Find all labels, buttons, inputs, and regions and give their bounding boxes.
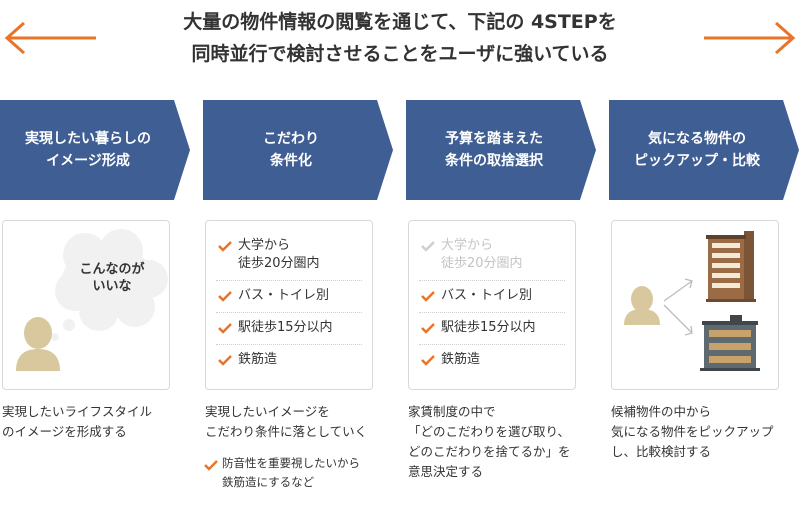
- step-1: 実現したい暮らしの イメージ形成: [0, 100, 190, 200]
- list-item: 鉄筋造: [216, 345, 362, 376]
- list-item: バス・トイレ別: [216, 281, 362, 313]
- branch-arrows-icon: [663, 278, 693, 336]
- step-1-line-2: イメージ形成: [46, 153, 130, 169]
- step-3-line-1: 予算を踏まえた: [445, 131, 543, 147]
- note-line: 防音性を重要視したいから: [222, 456, 360, 470]
- header: 大量の物件情報の閲覧を通じて、下記の 4STEPを 同時並行で検討させることをユ…: [0, 0, 800, 80]
- arrow-left-icon: [4, 21, 96, 55]
- item-line-2: 徒歩20分圏内: [238, 256, 320, 271]
- card-conditions: 大学から 徒歩20分圏内 バス・トイレ別 駅徒歩15分以内 鉄筋造: [205, 220, 373, 390]
- step-2-chevron: [203, 100, 393, 200]
- check-faded-icon: [421, 241, 435, 252]
- bubble-line-2: いいな: [92, 279, 132, 294]
- selection-list: 大学から 徒歩20分圏内 バス・トイレ別 駅徒歩15分以内 鉄筋造: [419, 231, 565, 376]
- thought-bubble-icon: [51, 229, 168, 341]
- description-1: 実現したいライフスタイル のイメージを形成する: [2, 402, 192, 442]
- check-icon: [204, 460, 218, 471]
- desc-line: のイメージを形成する: [2, 424, 127, 439]
- list-item: 駅徒歩15分以内: [216, 313, 362, 345]
- step-4: 気になる物件の ピックアップ・比較: [609, 100, 799, 200]
- description-4: 候補物件の中から 気になる物件をピックアップ し、比較検討する: [611, 402, 800, 462]
- check-icon: [421, 355, 435, 366]
- card-comparison: [611, 220, 779, 390]
- item-line-1: 大学から: [238, 238, 291, 253]
- bubble-text: こんなのが いいな: [67, 261, 157, 295]
- item-line-1: 鉄筋造: [441, 352, 481, 367]
- list-item-discarded: 大学から 徒歩20分圏内: [419, 231, 565, 281]
- note-line: 鉄筋造にするなど: [222, 475, 315, 489]
- item-line-1: バス・トイレ別: [441, 288, 533, 303]
- item-line-1: 駅徒歩15分以内: [441, 320, 536, 335]
- desc-line: 意思決定する: [408, 464, 484, 479]
- card-image-formation: こんなのが いいな: [2, 220, 170, 390]
- comparison-illustration: [624, 231, 760, 371]
- step-4-line-2: ピックアップ・比較: [634, 153, 760, 169]
- person-icon: [16, 317, 60, 371]
- step-1-line-1: 実現したい暮らしの: [25, 131, 151, 147]
- step-1-chevron: [0, 100, 190, 200]
- check-icon: [421, 323, 435, 334]
- desc-line: 気になる物件をピックアップ: [611, 424, 774, 439]
- step-2-line-1: こだわり: [263, 131, 319, 147]
- desc-line: 候補物件の中から: [611, 404, 712, 419]
- desc-line: し、比較検討する: [611, 444, 712, 459]
- step-2: こだわり 条件化: [203, 100, 393, 200]
- description-2: 実現したいイメージを こだわり条件に落としていく: [205, 402, 395, 442]
- check-icon: [218, 241, 232, 252]
- bubble-line-1: こんなのが: [79, 262, 145, 277]
- step-3-line-2: 条件の取捨選択: [445, 153, 543, 169]
- step-3: 予算を踏まえた 条件の取捨選択: [406, 100, 596, 200]
- description-3: 家賃制度の中で 「どのこだわりを選び取り、 どのこだわりを捨てるか」を 意思決定…: [408, 402, 598, 482]
- heading-line-2: 同時並行で検討させることをユーザに強いている: [191, 43, 609, 65]
- list-item: 鉄筋造: [419, 345, 565, 376]
- check-icon: [218, 355, 232, 366]
- desc-line: どのこだわりを捨てるか」を: [408, 444, 571, 459]
- low-building-icon: [700, 315, 760, 371]
- example-note: 防音性を重要視したいから 鉄筋造にするなど: [202, 454, 392, 492]
- step-1-label: 実現したい暮らしの イメージ形成: [0, 100, 176, 200]
- check-icon: [218, 323, 232, 334]
- tall-building-icon: [706, 231, 756, 302]
- step-3-chevron: [406, 100, 596, 200]
- step-4-label: 気になる物件の ピックアップ・比較: [609, 100, 785, 200]
- check-icon: [218, 291, 232, 302]
- person-icon: [624, 286, 660, 325]
- step-4-chevron: [609, 100, 799, 200]
- item-line-1: 駅徒歩15分以内: [238, 320, 333, 335]
- condition-list: 大学から 徒歩20分圏内 バス・トイレ別 駅徒歩15分以内 鉄筋造: [216, 231, 362, 376]
- page-heading: 大量の物件情報の閲覧を通じて、下記の 4STEPを 同時並行で検討させることをユ…: [100, 6, 700, 70]
- arrow-right-icon: [704, 21, 796, 55]
- step-2-line-2: 条件化: [270, 153, 312, 169]
- item-line-2: 徒歩20分圏内: [441, 256, 523, 271]
- list-item: 駅徒歩15分以内: [419, 313, 565, 345]
- step-2-label: こだわり 条件化: [203, 100, 379, 200]
- heading-line-1: 大量の物件情報の閲覧を通じて、下記の 4STEPを: [183, 11, 617, 33]
- desc-line: 家賃制度の中で: [408, 404, 496, 419]
- list-item: バス・トイレ別: [419, 281, 565, 313]
- desc-line: 「どのこだわりを選び取り、: [408, 424, 571, 439]
- check-icon: [421, 291, 435, 302]
- item-line-1: 大学から: [441, 238, 494, 253]
- desc-line: 実現したいライフスタイル: [2, 404, 153, 419]
- desc-line: こだわり条件に落としていく: [205, 424, 368, 439]
- list-item: 大学から 徒歩20分圏内: [216, 231, 362, 281]
- card-selection: 大学から 徒歩20分圏内 バス・トイレ別 駅徒歩15分以内 鉄筋造: [408, 220, 576, 390]
- item-line-1: バス・トイレ別: [238, 288, 330, 303]
- item-line-1: 鉄筋造: [238, 352, 278, 367]
- step-4-line-1: 気になる物件の: [648, 131, 746, 147]
- step-3-label: 予算を踏まえた 条件の取捨選択: [406, 100, 582, 200]
- desc-line: 実現したいイメージを: [205, 404, 330, 419]
